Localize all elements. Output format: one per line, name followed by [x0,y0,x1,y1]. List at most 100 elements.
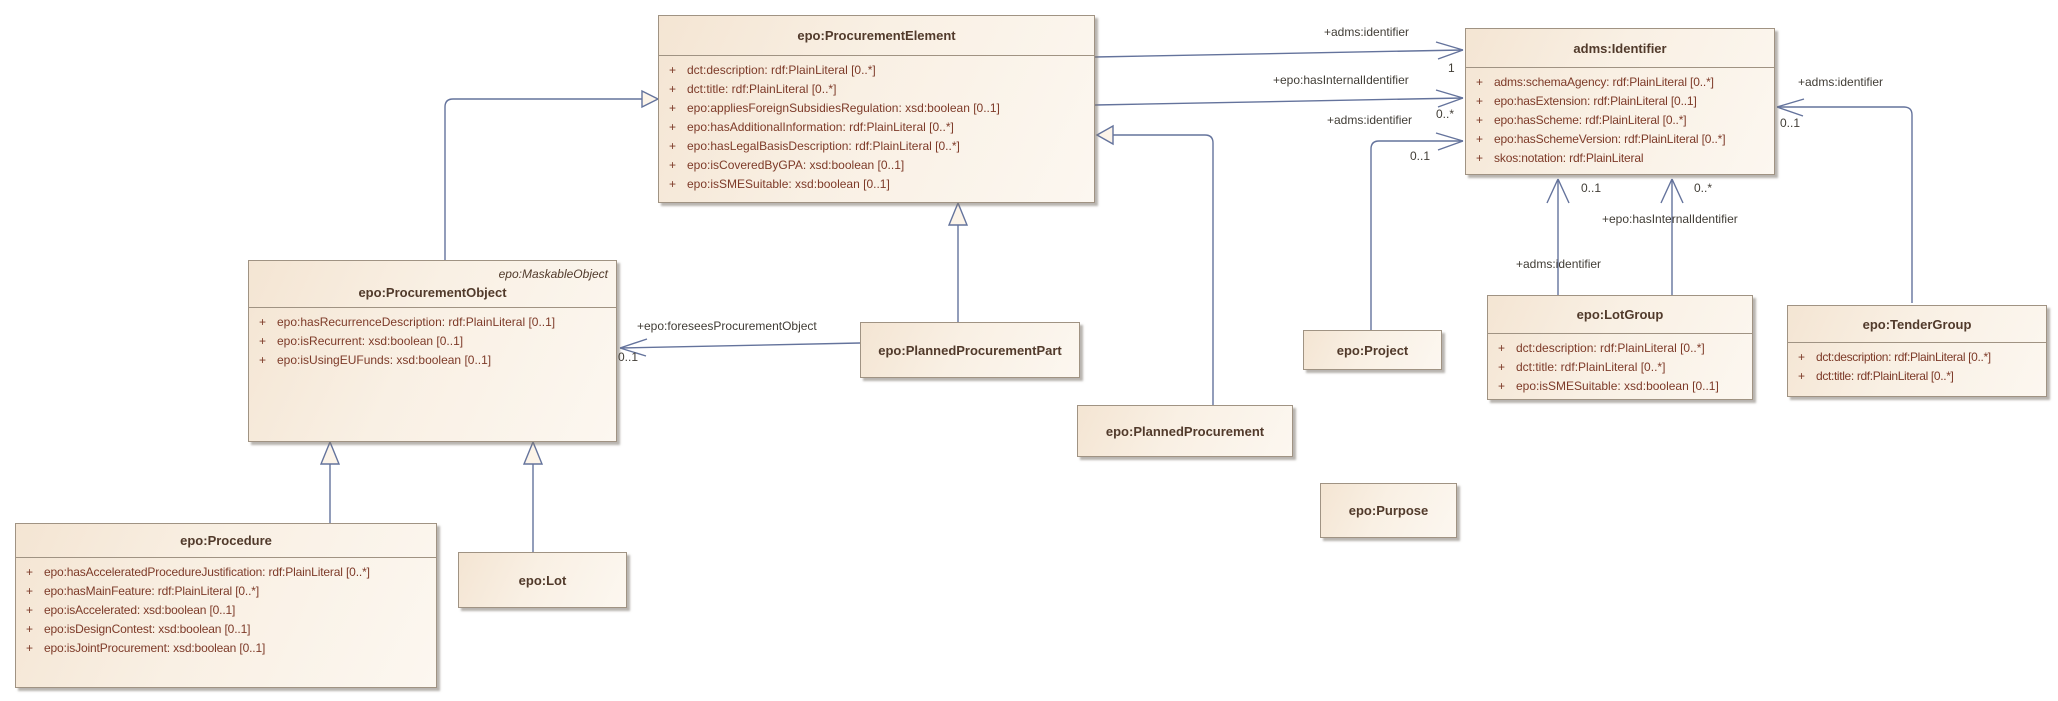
attribute-row: + skos:notation: rdf:PlainLiteral [1470,149,1770,168]
generalization-procedure-procurementobject [319,440,341,523]
visibility-plus: + [1798,369,1806,383]
attribute-compartment: +dct:description: rdf:PlainLiteral [0..*… [1788,342,2046,386]
visibility-plus: + [1498,379,1506,393]
class-box-epo-procedure[interactable]: epo:Procedure +epo:hasAcceleratedProcedu… [15,523,437,688]
generalization-lot-procurementobject [522,440,544,552]
association-label: +adms:identifier [1798,75,1884,89]
attribute-row: + epo:hasAdditionalInformation: rdf:Plain… [663,118,1090,137]
class-title: epo:Purpose [1348,503,1429,518]
visibility-plus: + [259,315,267,329]
generalization-arrowhead [947,201,969,226]
association-label: +adms:identifier [1516,257,1602,271]
attribute-text: dct:title: rdf:PlainLiteral [0..*] [1516,360,1666,374]
association-label: +adms:identifier [1327,113,1413,127]
attribute-compartment: + epo:hasRecurrenceDescription: rdf:Plain… [249,307,616,370]
class-box-adms-identifier[interactable]: adms:Identifier +adms:schemaAgency: rdf:… [1465,28,1775,175]
association-label: +epo:hasInternalIdentifier [1273,73,1409,87]
attribute-text: dct:description: rdf:PlainLiteral [0..*] [687,63,876,77]
visibility-plus: + [1498,360,1506,374]
generalization-plannedprocurement-procurementelement [1095,124,1214,405]
visibility-plus: + [1798,350,1806,364]
attribute-row: + dct:title: rdf:PlainLiteral [0..*] [1792,367,2042,386]
association-lotgroup-hasinternalidentifier [1660,178,1684,295]
generalization-arrowhead [522,440,544,465]
visibility-plus: + [669,120,677,134]
attribute-text: epo:isDesignContest: xsd:boolean [0..1] [44,622,251,636]
attribute-row: +epo:isAccelerated: xsd:boolean [0..1] [20,601,432,620]
class-box-epo-plannedprocurementpart[interactable]: epo:PlannedProcurementPart [860,322,1080,378]
association-multiplicity: 0..1 [1410,149,1431,163]
attribute-row: + dct:title: rdf:PlainLiteral [0..*] [1492,358,1748,377]
attribute-text: dct:title: rdf:PlainLiteral [0..*] [687,82,837,96]
visibility-plus: + [669,158,677,172]
attribute-row: + epo:isCoveredByGPA: xsd:boolean [0..1] [663,156,1090,175]
class-title: epo:LotGroup [1576,307,1664,322]
visibility-plus: + [1476,94,1484,108]
attribute-row: + epo:hasExtension: rdf:PlainLiteral [0..… [1470,92,1770,111]
association-label: +epo:foreseesProcurementObject [637,319,817,333]
class-title: epo:PlannedProcurementPart [878,342,1062,358]
attribute-row: + epo:isJointProcurement: xsd:boolean [0.… [20,639,432,658]
class-box-epo-lotgroup[interactable]: epo:LotGroup + dct:description: rdf:Plain… [1487,295,1753,400]
attribute-row: +epo:hasMainFeature: rdf:PlainLiteral [0… [20,582,432,601]
attribute-row: + epo:isUsingEUFunds: xsd:boolean [0..1] [253,351,612,370]
class-box-epo-project[interactable]: epo:Project [1303,330,1442,370]
attribute-row: +epo:hasSchemeVersion: rdf:PlainLiteral … [1470,130,1770,149]
visibility-plus: + [1476,151,1484,165]
attribute-text: dct:title: rdf:PlainLiteral [0..*] [1816,369,1954,383]
class-title: epo:Project [1336,342,1409,358]
attribute-text: epo:isUsingEUFunds: xsd:boolean [0..1] [277,353,492,367]
attribute-row: + epo:hasRecurrenceDescription: rdf:Plain… [253,313,612,332]
visibility-plus: + [26,565,34,579]
generalization-plannedprocurementpart-procurementelement [947,201,969,322]
attribute-compartment: + adms:schemaAgency: rdf:PlainLiteral [0.… [1466,67,1774,168]
class-box-epo-lot[interactable]: epo:Lot [458,552,627,608]
attribute-text: epo:isRecurrent: xsd:boolean [0..1] [277,334,464,348]
class-title: epo:Lot [518,572,567,588]
association-arrowhead [1660,178,1684,204]
attribute-text: epo:appliesForeignSubsidiesRegulation: x… [687,101,1000,115]
attribute-text: epo:hasAcceleratedProcedureJustification… [44,565,370,579]
class-box-epo-plannedprocurement[interactable]: epo:PlannedProcurement [1077,405,1293,457]
attribute-row: + dct:description: rdf:PlainLiteral [0..*… [663,61,1090,80]
attribute-row: +adms:schemaAgency: rdf:PlainLiteral [0.… [1470,73,1770,92]
attribute-text: adms:schemaAgency: rdf:PlainLiteral [0..… [1494,75,1714,89]
association-procurementelement-hasinternalidentifier [1094,89,1464,108]
visibility-plus: + [26,641,34,655]
attribute-text: dct:description: rdf:PlainLiteral [0..*] [1516,341,1705,355]
attribute-compartment: + epo:hasAcceleratedProcedureJustificatio… [16,557,436,658]
class-box-epo-procurementobject[interactable]: epo:MaskableObject epo:ProcurementObject… [248,260,617,442]
attribute-row: +epo:isDesignContest: xsd:boolean [0..1] [20,620,432,639]
visibility-plus: + [1476,113,1484,127]
association-arrowhead [1435,132,1464,151]
attribute-row: +epo:isSMESuitable: xsd:boolean [0..1] [663,175,1090,194]
visibility-plus: + [669,82,677,96]
class-title: epo:PlannedProcurement [1105,423,1265,439]
class-box-epo-tendergroup[interactable]: epo:TenderGroup +dct:description: rdf:Pl… [1787,305,2047,397]
association-arrowhead [1435,41,1464,60]
class-title: epo:ProcurementObject [358,285,507,300]
attribute-text: epo:isSMESuitable: xsd:boolean [0..1] [687,177,890,191]
visibility-plus: + [669,101,677,115]
attribute-row: + epo:hasAcceleratedProcedureJustificatio… [20,563,432,582]
visibility-plus: + [259,353,267,367]
visibility-plus: + [669,63,677,77]
visibility-plus: + [1476,132,1484,146]
attribute-text: epo:hasRecurrenceDescription: rdf:PlainL… [277,315,556,329]
attribute-text: epo:isJointProcurement: xsd:boolean [0..… [44,641,266,655]
association-multiplicity: 0..1 [618,350,639,364]
attribute-text: epo:hasScheme: rdf:PlainLiteral [0..*] [1494,113,1687,127]
attribute-text: epo:isCoveredByGPA: xsd:boolean [0..1] [687,158,905,172]
association-label: +epo:hasInternalIdentifier [1602,212,1738,226]
class-box-epo-purpose[interactable]: epo:Purpose [1320,483,1457,538]
association-lotgroup-identifier [1546,178,1570,295]
attribute-text: skos:notation: rdf:PlainLiteral [1494,151,1644,165]
visibility-plus: + [669,139,677,153]
class-box-epo-procurementelement[interactable]: epo:ProcurementElement + dct:description:… [658,15,1095,203]
class-title: epo:ProcurementElement [797,28,956,43]
attribute-row: + dct:title: rdf:PlainLiteral [0..*] [663,80,1090,99]
attribute-text: epo:hasExtension: rdf:PlainLiteral [0..1… [1494,94,1697,108]
attribute-text: epo:hasAdditionalInformation: rdf:PlainL… [687,120,954,134]
attribute-text: epo:hasLegalBasisDescription: rdf:PlainL… [687,139,960,153]
